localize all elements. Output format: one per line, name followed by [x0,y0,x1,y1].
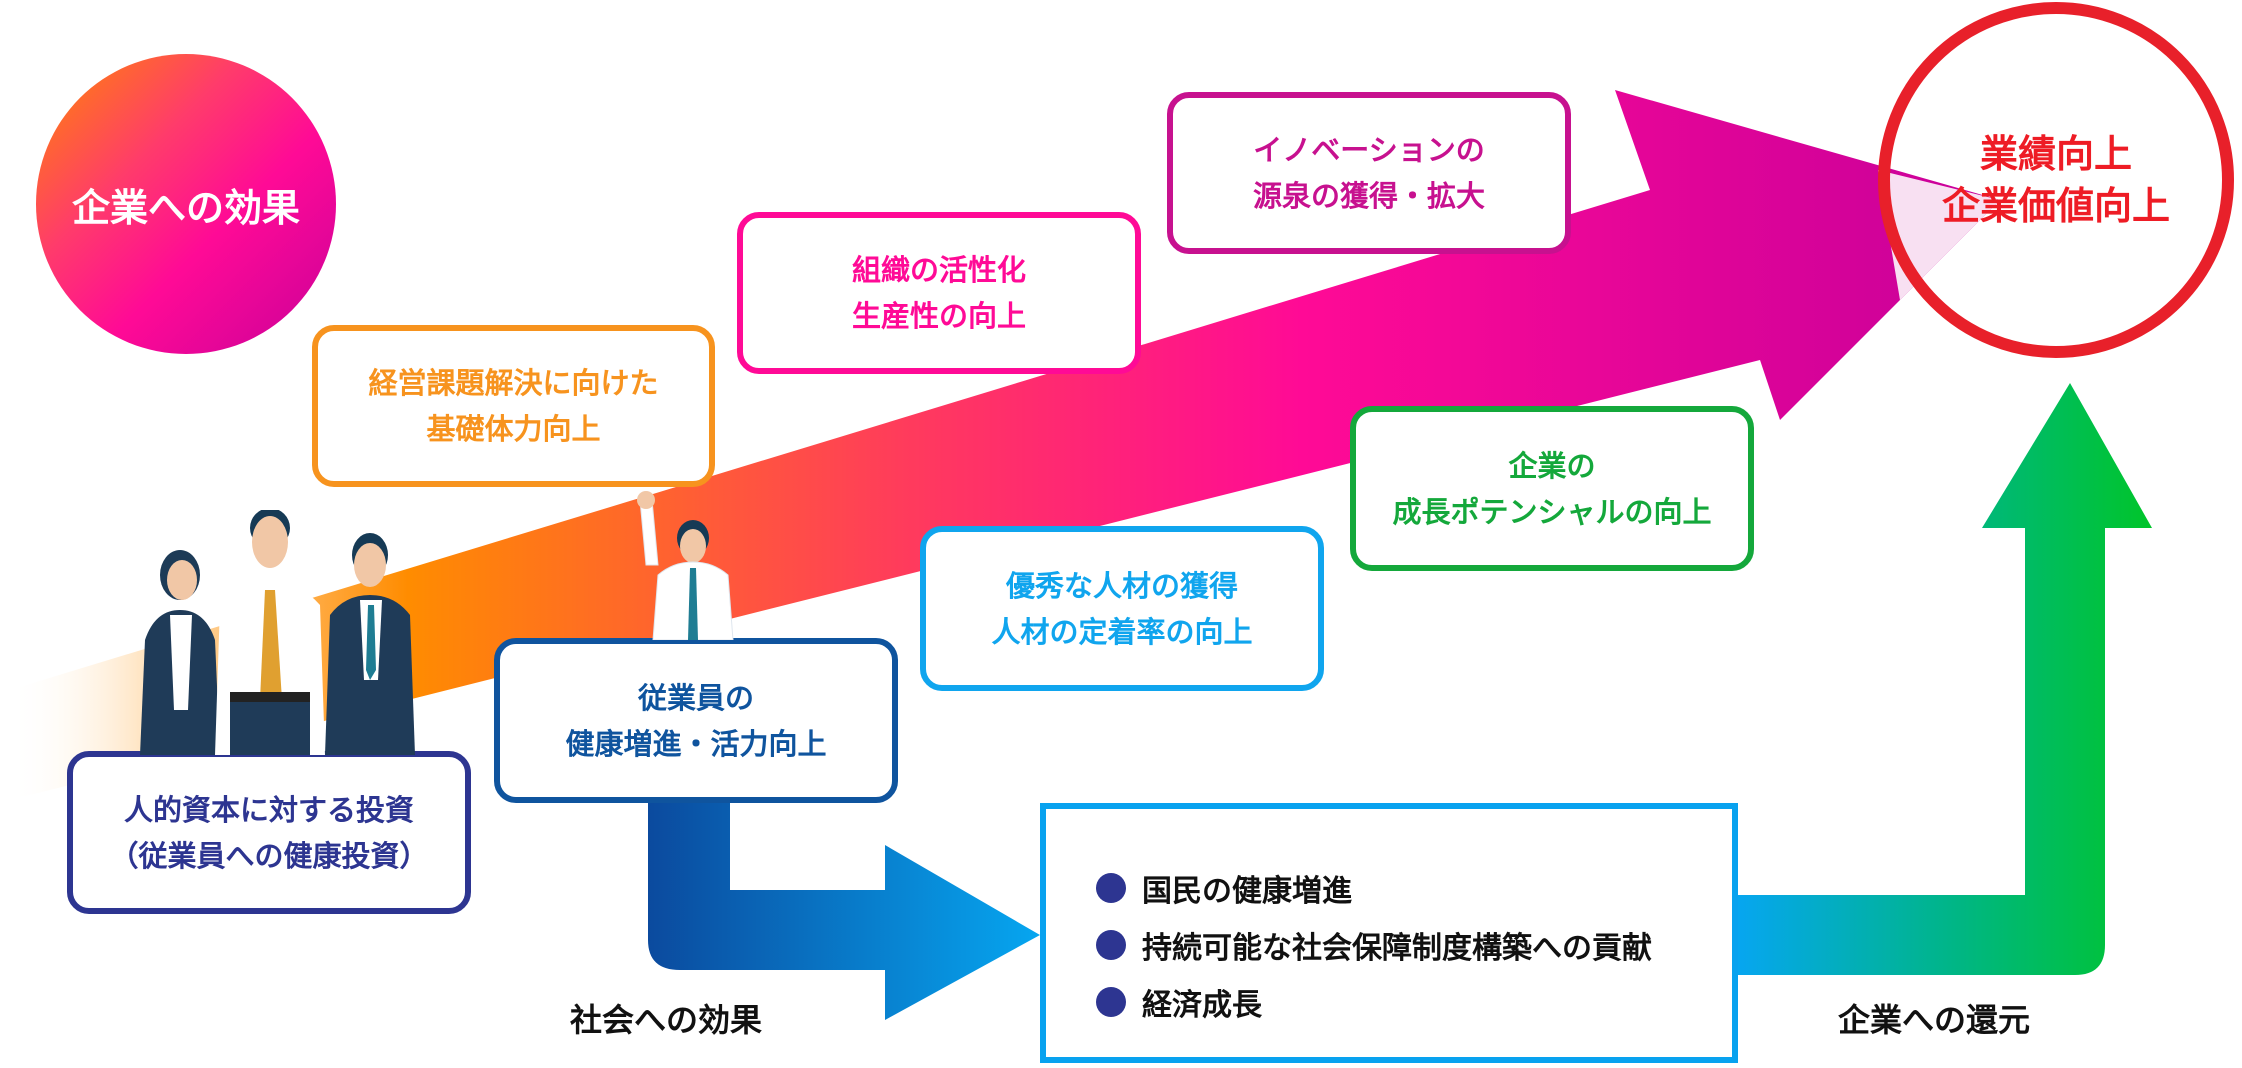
box-employee-health: 従業員の 健康増進・活力向上 [494,638,898,803]
businesswoman-figure [140,550,220,755]
return-to-company-label: 企業への還元 [1838,1001,2031,1039]
business-people-illustration [140,510,415,755]
box-organization-activation: 組織の活性化 生産性の向上 [737,212,1141,374]
cheering-businessman-illustration [637,491,734,640]
box-management-foundation: 経営課題解決に向けた 基礎体力向上 [312,325,715,487]
society-item: 経済成長 [1096,973,1732,1030]
society-item: 国民の健康増進 [1096,859,1732,916]
society-effects-box: 国民の健康増進 持続可能な社会保障制度構築への貢献 経済成長 [1040,803,1738,1063]
company-effect-circle: 企業への効果 [36,54,336,354]
society-item-text: 経済成長 [1142,987,1262,1023]
goal-line-2: 企業価値向上 [1941,184,2170,228]
box-line: 優秀な人材の獲得 [1005,568,1238,603]
box-line: （従業員への健康投資） [109,838,429,873]
bullet-icon [1096,986,1126,1017]
box-line: 基礎体力向上 [426,412,601,446]
society-item-text: 国民の健康増進 [1142,873,1352,909]
businessman-right-figure [325,533,415,755]
box-line: 組織の活性化 [851,253,1026,287]
box-line: 従業員の [637,680,754,715]
goal-line-1: 業績向上 [1979,132,2132,176]
society-item-text: 持続可能な社会保障制度構築への貢献 [1142,930,1652,966]
bullet-icon [1096,929,1126,960]
box-line: 人的資本に対する投資 [123,792,414,827]
box-innovation: イノベーションの 源泉の獲得・拡大 [1167,92,1571,254]
box-line: 人材の定着率の向上 [991,614,1253,649]
box-line: 健康増進・活力向上 [565,726,827,761]
businessman-center-figure [215,510,325,755]
society-item: 持続可能な社会保障制度構築への貢献 [1096,916,1732,973]
company-effect-title: 企業への効果 [71,185,300,230]
box-line: 企業の [1508,448,1596,483]
society-arrow [648,800,1040,1020]
box-human-capital-investment: 人的資本に対する投資 （従業員への健康投資） [67,751,471,914]
box-growth-potential: 企業の 成長ポテンシャルの向上 [1350,406,1754,571]
box-talent-acquisition: 優秀な人材の獲得 人材の定着率の向上 [920,526,1324,691]
box-line: 源泉の獲得・拡大 [1252,179,1485,213]
box-line: 成長ポテンシャルの向上 [1392,494,1712,529]
return-arrow [1738,383,2152,975]
bullet-icon [1096,872,1126,903]
goal-circle: 業績向上 企業価値向上 [1878,2,2234,358]
box-line: 経営課題解決に向けた [368,366,659,400]
society-effect-label: 社会への効果 [570,1001,763,1039]
box-line: 生産性の向上 [851,299,1026,333]
main-growth-arrow [10,90,2000,800]
box-line: イノベーションの [1253,133,1485,167]
